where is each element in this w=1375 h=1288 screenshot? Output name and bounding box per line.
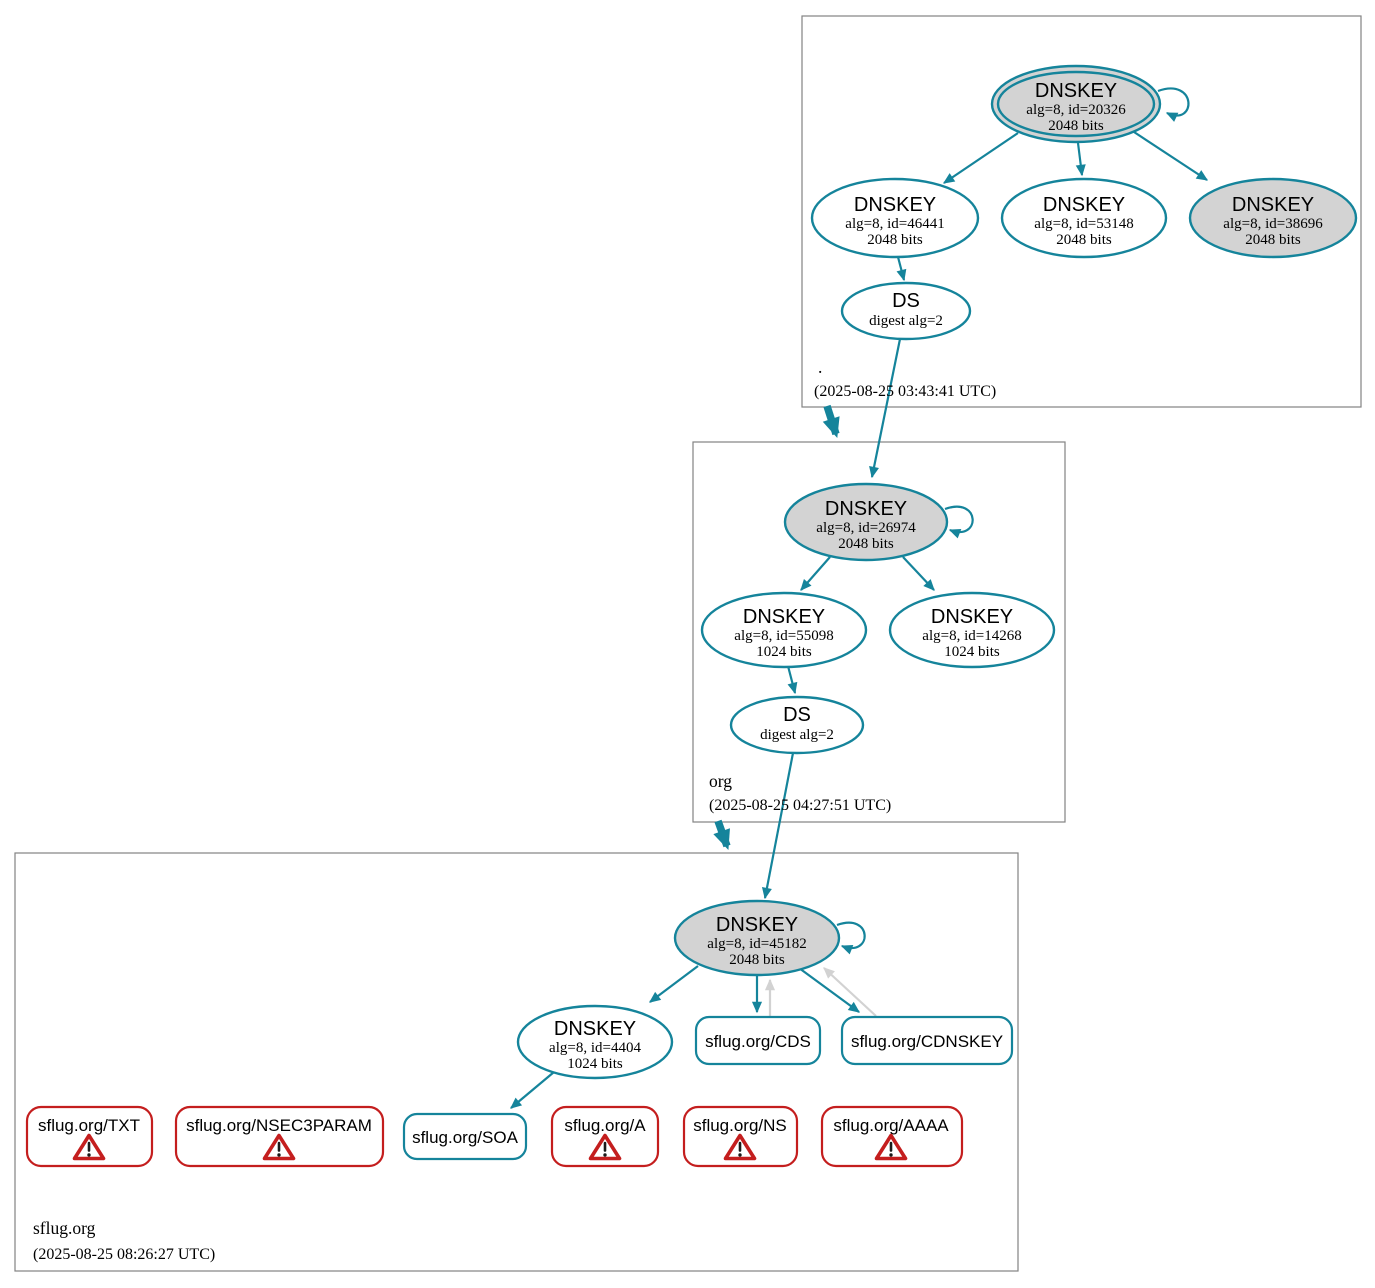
node-detail: 2048 bits	[1056, 232, 1112, 248]
node-title: DNSKEY	[1043, 194, 1125, 216]
rrset-node-ns[interactable]: sflug.org/NS	[682, 1105, 799, 1168]
edge-delegation-root-to-org	[822, 404, 840, 438]
edge-root-zsk1-to-ds	[896, 256, 907, 282]
edge-root-ksk-to-zsk2	[1075, 142, 1086, 177]
dnskey-node-sflug-zsk[interactable]: DNSKEY alg=8, id=4404 1024 bits	[516, 1004, 674, 1080]
zone-label-sflug-org: sflug.org	[33, 1218, 96, 1238]
edge-org-ksk-to-zsk1	[800, 556, 831, 591]
dnskey-node-org-ksk[interactable]: DNSKEY alg=8, id=26974 2048 bits	[783, 482, 949, 562]
dnskey-node-org-zsk2[interactable]: DNSKEY alg=8, id=14268 1024 bits	[888, 591, 1056, 669]
zone-label-org: org	[709, 771, 732, 791]
edge-root-ksk-to-zsk1	[943, 132, 1019, 184]
rrset-label: sflug.org/NSEC3PARAM	[186, 1116, 372, 1135]
edge-org-ksk-selfloop	[944, 505, 974, 539]
rrset-label: sflug.org/CDNSKEY	[851, 1032, 1003, 1051]
node-title: DNSKEY	[931, 606, 1013, 628]
node-detail: digest alg=2	[869, 313, 943, 329]
rrset-label: sflug.org/TXT	[38, 1116, 140, 1135]
dnskey-node-root-ksk[interactable]: DNSKEY alg=8, id=20326 2048 bits	[990, 64, 1162, 144]
node-detail: alg=8, id=53148	[1034, 216, 1133, 232]
node-title: DS	[892, 290, 920, 312]
ds-node-org[interactable]: DS digest alg=2	[729, 695, 865, 755]
zone-timestamp-sflug-org: (2025-08-25 08:26:27 UTC)	[33, 1246, 215, 1263]
node-title: DNSKEY	[1035, 80, 1117, 102]
node-detail: 2048 bits	[867, 232, 923, 248]
edge-org-ds-to-sflug-ksk	[761, 752, 795, 900]
dnskey-node-root-zsk2[interactable]: DNSKEY alg=8, id=53148 2048 bits	[1000, 177, 1168, 259]
node-detail: 2048 bits	[729, 952, 785, 968]
node-detail: alg=8, id=26974	[816, 520, 916, 536]
ds-node-root[interactable]: DS digest alg=2	[840, 281, 972, 341]
edge-sflug-ksk-selfloop	[836, 921, 866, 955]
edge-org-ksk-to-zsk2	[902, 556, 935, 591]
dnskey-node-org-zsk1[interactable]: DNSKEY alg=8, id=55098 1024 bits	[700, 591, 868, 669]
node-title: DS	[783, 704, 811, 726]
rrset-node-nsec3param[interactable]: sflug.org/NSEC3PARAM	[174, 1105, 385, 1168]
edge-delegation-org-to-sflug	[713, 819, 731, 850]
dnskey-node-sflug-ksk[interactable]: DNSKEY alg=8, id=45182 2048 bits	[673, 899, 841, 977]
node-detail: alg=8, id=38696	[1223, 216, 1323, 232]
rrset-label: sflug.org/AAAA	[833, 1116, 949, 1135]
node-detail: digest alg=2	[760, 727, 834, 743]
node-detail: 2048 bits	[1245, 232, 1301, 248]
node-title: DNSKEY	[825, 498, 907, 520]
node-detail: alg=8, id=55098	[734, 628, 833, 644]
node-detail: alg=8, id=46441	[845, 216, 944, 232]
rrset-node-soa[interactable]: sflug.org/SOA	[402, 1112, 528, 1161]
node-detail: 1024 bits	[944, 644, 1000, 660]
rrset-node-txt[interactable]: sflug.org/TXT	[25, 1105, 154, 1168]
rrset-node-cds[interactable]: sflug.org/CDS	[694, 1015, 822, 1066]
dnskey-node-root-zsk3[interactable]: DNSKEY alg=8, id=38696 2048 bits	[1188, 177, 1358, 259]
node-detail: alg=8, id=4404	[549, 1040, 641, 1056]
edge-sflug-ksk-to-zsk	[649, 965, 699, 1003]
rrset-label: sflug.org/NS	[693, 1116, 787, 1135]
edge-sflug-ksk-to-cdnskey	[798, 967, 860, 1013]
rrset-node-a[interactable]: sflug.org/A	[550, 1105, 660, 1168]
node-detail: alg=8, id=14268	[922, 628, 1021, 644]
node-title: DNSKEY	[743, 606, 825, 628]
edge-org-zsk1-to-ds	[786, 665, 798, 695]
zone-box-sflug-org	[14, 852, 1019, 1272]
zone-timestamp-org: (2025-08-25 04:27:51 UTC)	[709, 797, 891, 814]
edge-root-ds-to-org-ksk	[869, 338, 902, 479]
node-title: DNSKEY	[1232, 194, 1314, 216]
node-detail: alg=8, id=45182	[707, 936, 806, 952]
node-title: DNSKEY	[854, 194, 936, 216]
edge-sflug-zsk-to-soa	[510, 1071, 555, 1109]
rrset-label: sflug.org/SOA	[412, 1128, 518, 1147]
node-detail: 1024 bits	[567, 1056, 623, 1072]
node-title: DNSKEY	[554, 1018, 636, 1040]
zone-timestamp-root: (2025-08-25 03:43:41 UTC)	[814, 383, 996, 400]
node-detail: 2048 bits	[1048, 118, 1104, 134]
rrset-node-aaaa[interactable]: sflug.org/AAAA	[820, 1105, 964, 1168]
node-detail: 1024 bits	[756, 644, 812, 660]
zone-label-root: .	[818, 357, 822, 377]
edge-root-ksk-selfloop	[1157, 87, 1190, 122]
edge-root-ksk-to-zsk3	[1133, 131, 1209, 181]
node-detail: 2048 bits	[838, 536, 894, 552]
dnskey-node-root-zsk1[interactable]: DNSKEY alg=8, id=46441 2048 bits	[810, 177, 980, 259]
zone-box-root	[801, 15, 1362, 408]
edge-sflug-cdnskey-to-ksk	[823, 967, 877, 1017]
rrset-label: sflug.org/CDS	[705, 1032, 811, 1051]
rrset-node-cdnskey[interactable]: sflug.org/CDNSKEY	[840, 1015, 1014, 1066]
rrset-label: sflug.org/A	[564, 1116, 646, 1135]
node-title: DNSKEY	[716, 914, 798, 936]
node-detail: alg=8, id=20326	[1026, 102, 1126, 118]
